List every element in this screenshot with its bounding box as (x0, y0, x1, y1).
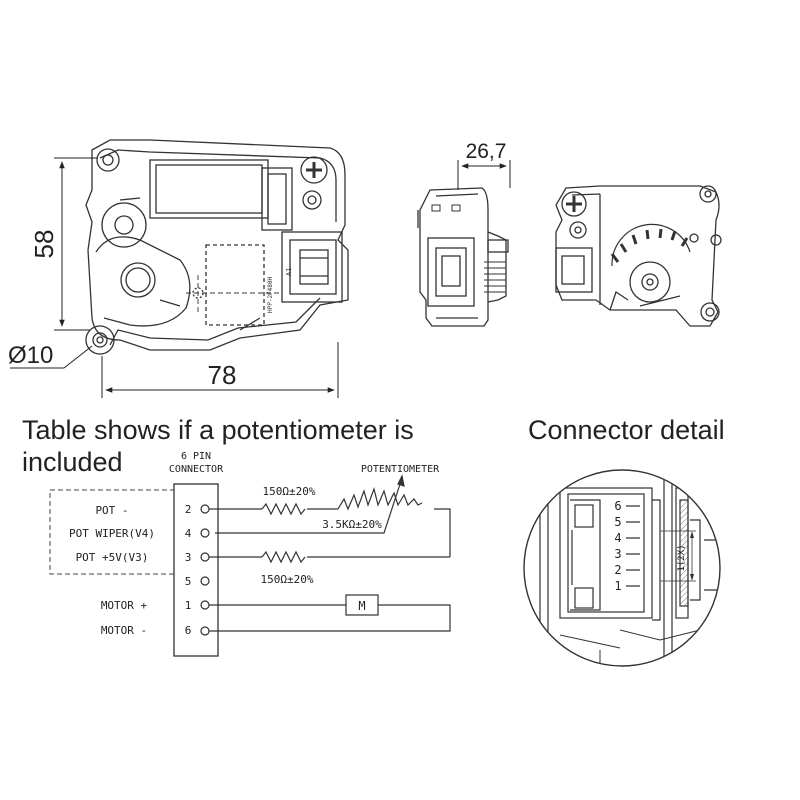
pin-number-6: 6 (185, 624, 192, 637)
detail-pin-5: 5 (614, 515, 621, 529)
detail-pitch-label: 1(2X) (677, 544, 687, 571)
rear-view (555, 185, 722, 327)
connector-title-line1: 6 PIN (181, 451, 211, 462)
detail-pin-2: 2 (614, 563, 621, 577)
table-heading-line2: included (22, 447, 123, 477)
hole-diameter-label: Ø10 (8, 342, 53, 369)
signal-label-motor-plus: MOTOR + (101, 599, 148, 612)
detail-pin-6: 6 (614, 499, 621, 513)
signal-label-pot-wiper: POT WIPER(V4) (69, 527, 155, 540)
pin-number-2: 2 (185, 503, 192, 516)
wiring (209, 474, 451, 632)
table-heading-line1: Table shows if a potentiometer is (22, 415, 414, 445)
detail-pin-4: 4 (614, 531, 621, 545)
side-view (417, 187, 509, 327)
potentiometer-label: POTENTIOMETER (361, 464, 440, 475)
depth-dimension (457, 160, 511, 190)
pin-number-3: 3 (185, 551, 192, 564)
pin-number-4: 4 (185, 527, 192, 540)
connector-title-line2: CONNECTOR (169, 464, 224, 475)
label-code-marking: HPP-2F480H (267, 276, 274, 313)
side-code-marking: A1 (285, 268, 293, 276)
hole-diameter-leader (10, 345, 93, 369)
resistor-top (261, 502, 306, 516)
connector-detail-view: 6 5 4 3 2 1 1(2X) (523, 469, 721, 667)
resistor-bottom-value: 150Ω±20% (261, 573, 314, 586)
pin-number-5: 5 (185, 575, 192, 588)
signal-label-pot-minus: POT - (95, 504, 128, 517)
connector-detail-heading: Connector detail (528, 415, 725, 445)
width-dimension (101, 342, 339, 398)
pin-number-1: 1 (185, 599, 192, 612)
detail-pin-1: 1 (614, 579, 621, 593)
depth-label: 26,7 (466, 140, 507, 163)
signal-label-motor-minus: MOTOR - (101, 624, 147, 637)
detail-pin-3: 3 (614, 547, 621, 561)
front-view (85, 139, 349, 355)
width-label: 78 (208, 360, 237, 390)
signal-label-pot-5v: POT +5V(V3) (76, 551, 149, 564)
resistor-bottom (261, 550, 306, 564)
six-pin-connector-block (173, 483, 219, 657)
pot-value: 3.5KΩ±20% (322, 518, 382, 531)
height-dimension (54, 157, 98, 331)
height-label: 58 (29, 230, 59, 259)
resistor-top-value: 150Ω±20% (263, 485, 316, 498)
pin-terminals (200, 504, 210, 636)
potentiometer-element (337, 486, 423, 511)
motor-letter: M (358, 599, 365, 613)
